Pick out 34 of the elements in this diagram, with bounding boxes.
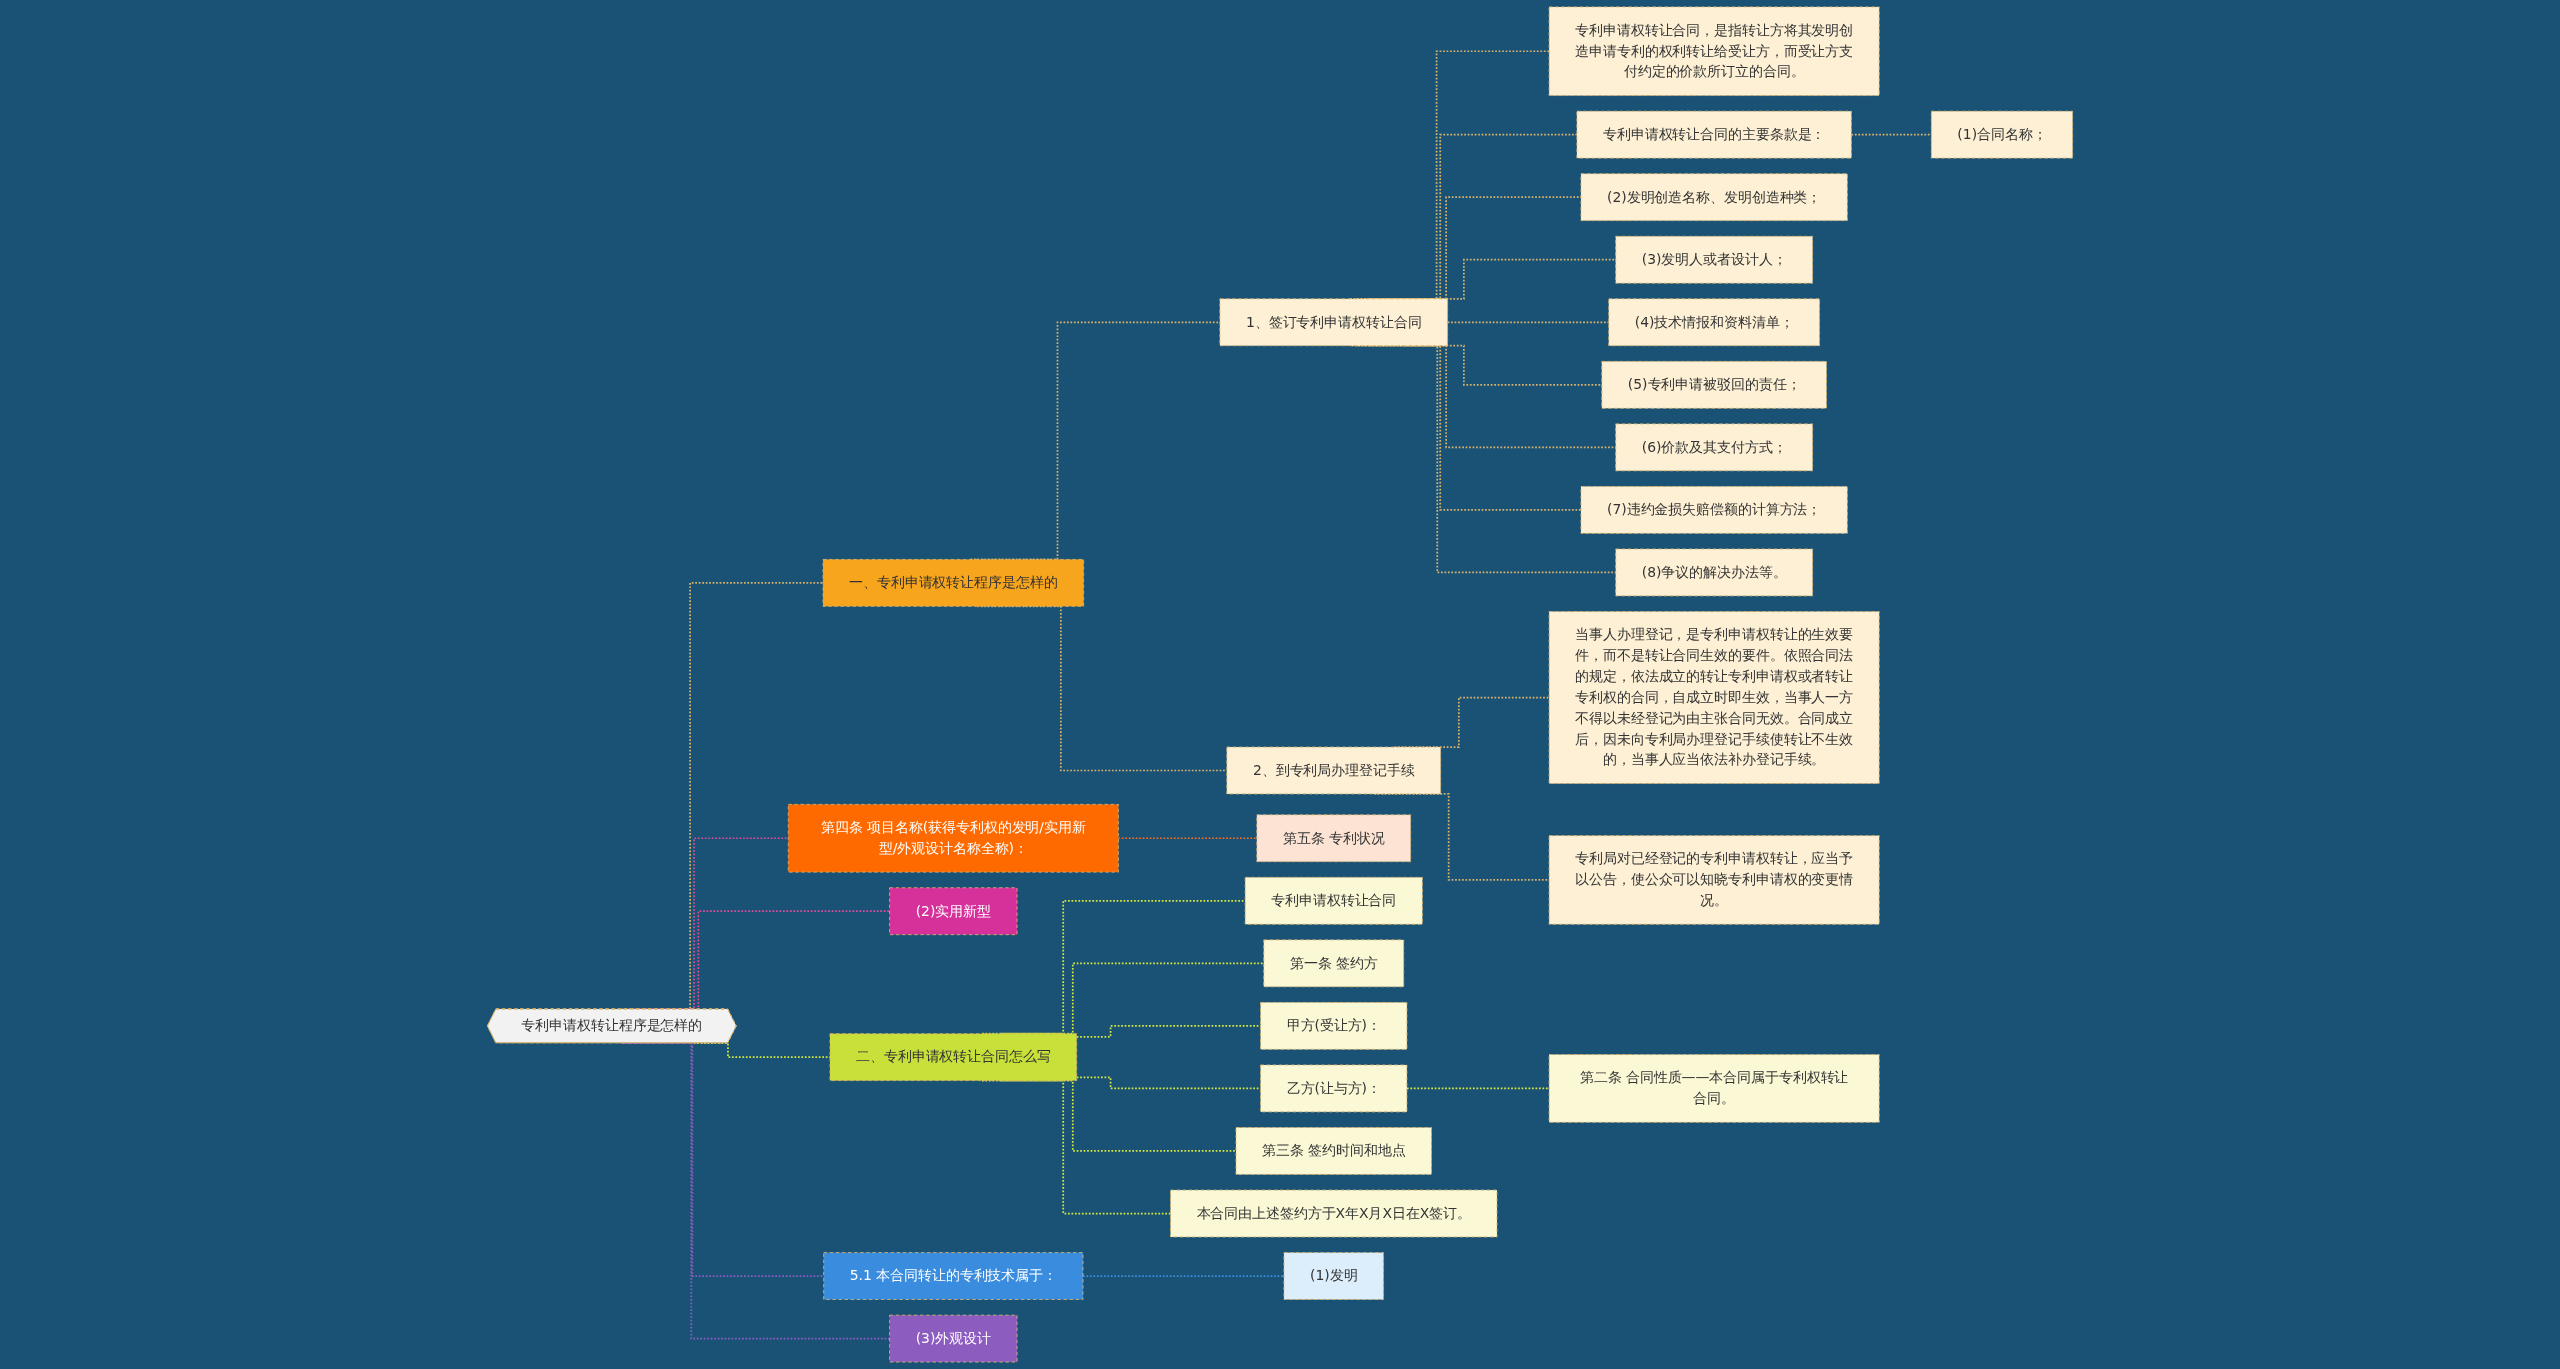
node-box: (1)发明 [1283,1252,1384,1300]
node-box: (3)外观设计 [889,1314,1018,1363]
node-box: (3)发明人或者设计人； [1615,235,1814,284]
node-box: 第一条 签约方 [1263,939,1405,988]
node-box: (4)技术情报和资料清单； [1608,298,1820,347]
node-box: 专利局对已经登记的专利申请权转让，应当予以公告，使公众可以知晓专利申请权的变更情况。 [1548,835,1880,925]
connector [1075,1025,1262,1038]
node-box: 专利申请权转让合同 [1244,876,1423,925]
node-box: (1)合同名称； [1930,110,2074,159]
node-box: 第四条 项目名称(获得专利权的发明/实用新型/外观设计名称全称)： [787,803,1119,873]
connector [1850,133,1933,136]
node-box: 专利申请权转让合同的主要条款是： [1576,110,1852,159]
node-box: (2)发明创造名称、发明创造种类； [1580,173,1848,222]
node-box: (2)实用新型 [889,887,1018,936]
node-box: 2、到专利局办理登记手续 [1226,746,1442,795]
node-box: 第二条 合同性质——本合同属于专利权转让合同。 [1548,1054,1880,1123]
node-box: (7)违约金损失赔偿额的计算方法； [1580,486,1848,534]
connector [1075,1076,1262,1090]
node-box: 一、专利申请权转让程序是怎样的 [822,558,1085,607]
node-box: 第三条 签约时间和地点 [1235,1127,1432,1175]
node-box: 乙方(让与方)： [1260,1064,1408,1113]
node-box: 当事人办理登记，是专利申请权转让的生效要件，而不是转让合同生效的要件。依照合同法的规定，依法成立的转让专利申请权或者转让专利权的合同，自成立时即生效，当事人一方不得以未经登记为由主张合同无效。合同成立后，因未向专利局办理登记手续使转让不生效的，当事人应当依法补办登记手续。 [1548,611,1880,784]
node-box: 甲方(受让方)： [1260,1002,1408,1050]
node-box: 本合同由上述签约方于X年X月X日在X签订。 [1170,1189,1498,1238]
connector [1117,837,1258,840]
connector [1406,1087,1550,1090]
node-box: (8)争议的解决办法等。 [1615,548,1814,597]
node-box: 二、专利申请权转让合同怎么写 [829,1033,1078,1082]
node-box: (6)价款及其支付方式； [1615,423,1814,472]
node-box: 第五条 专利状况 [1256,814,1412,863]
node-box: 专利申请权转让合同，是指转让方将其发明创造申请专利的权利转让给受让方，而受让方支付约定的价款所订立的合同。 [1548,6,1880,96]
node-box: (5)专利申请被驳回的责任； [1601,360,1827,409]
node-box: 5.1 本合同转让的专利技术属于： [823,1252,1084,1300]
node-box: 1、签订专利申请权转让合同 [1219,298,1449,347]
